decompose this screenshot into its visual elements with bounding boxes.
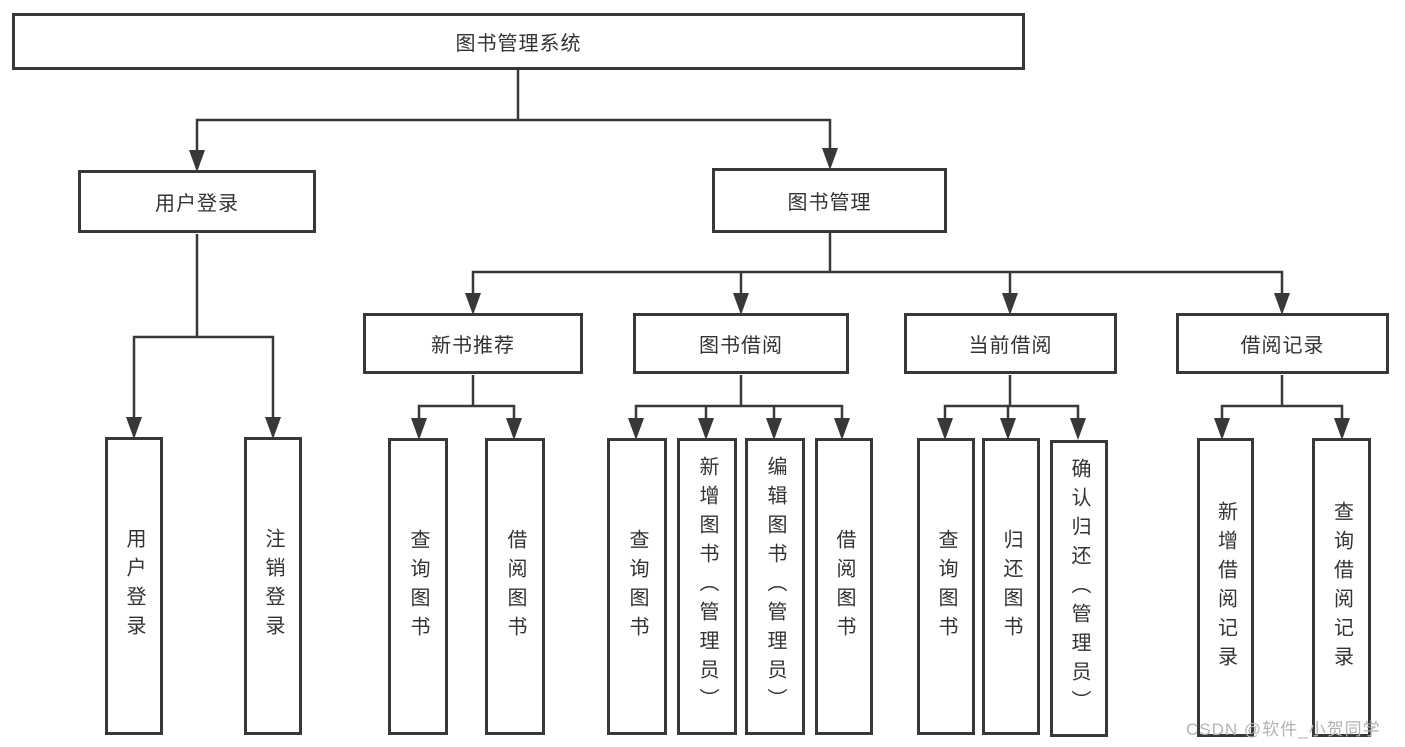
leaf-borrowing-edit-books-label: 编辑图书（管理员） <box>764 456 786 717</box>
leaf-user-login: 用户登录 <box>105 437 163 735</box>
leaf-borrowing-borrow-books-label: 借阅图书 <box>833 528 855 645</box>
node-book-management-label: 图书管理 <box>787 192 872 214</box>
leaf-current-query-books: 查询图书 <box>917 438 975 735</box>
node-new-book-recommend-label: 新书推荐 <box>431 335 515 357</box>
leaf-recommend-query-books: 查询图书 <box>388 438 448 735</box>
leaf-current-return-books-label: 归还图书 <box>1000 528 1022 645</box>
leaf-records-add-record-label: 新增借阅记录 <box>1214 500 1237 675</box>
leaf-records-query-record-label: 查询借阅记录 <box>1330 500 1353 675</box>
node-current-borrowing-label: 当前借阅 <box>968 335 1053 357</box>
node-borrowing-records-label: 借阅记录 <box>1240 335 1325 357</box>
leaf-borrowing-query-books: 查询图书 <box>607 438 667 735</box>
leaf-borrowing-edit-books: 编辑图书（管理员） <box>745 438 805 735</box>
leaf-borrowing-query-books-label: 查询图书 <box>626 528 648 645</box>
leaf-current-confirm-return: 确认归还（管理员） <box>1050 440 1108 737</box>
node-current-borrowing: 当前借阅 <box>904 313 1117 374</box>
leaf-records-query-record: 查询借阅记录 <box>1312 438 1371 737</box>
connector-shafts <box>132 69 1344 436</box>
leaf-recommend-borrow-books-label: 借阅图书 <box>504 528 526 645</box>
node-book-borrowing: 图书借阅 <box>633 313 849 374</box>
node-root-label: 图书管理系统 <box>455 33 582 55</box>
node-borrowing-records: 借阅记录 <box>1176 313 1389 374</box>
leaf-borrowing-add-books-label: 新增图书（管理员） <box>696 456 718 717</box>
leaf-current-confirm-return-label: 确认归还（管理员） <box>1068 458 1090 719</box>
leaf-borrowing-add-books: 新增图书（管理员） <box>677 438 737 735</box>
node-book-management: 图书管理 <box>712 168 947 233</box>
leaf-current-return-books: 归还图书 <box>982 438 1040 735</box>
node-user-login-label: 用户登录 <box>155 193 239 215</box>
node-new-book-recommend: 新书推荐 <box>363 313 583 374</box>
node-root: 图书管理系统 <box>12 13 1025 70</box>
arrowheads <box>126 148 1350 440</box>
watermark: CSDN @软件_小贺同学 <box>1186 720 1381 739</box>
leaf-user-login-label: 用户登录 <box>123 528 145 644</box>
leaf-records-add-record: 新增借阅记录 <box>1197 438 1254 737</box>
leaf-current-query-books-label: 查询图书 <box>935 528 957 645</box>
leaf-logout-label: 注销登录 <box>262 528 284 644</box>
leaf-logout: 注销登录 <box>244 437 302 735</box>
leaf-borrowing-borrow-books: 借阅图书 <box>815 438 873 735</box>
node-book-borrowing-label: 图书借阅 <box>699 335 783 357</box>
node-user-login: 用户登录 <box>78 170 316 233</box>
leaf-recommend-borrow-books: 借阅图书 <box>485 438 545 735</box>
leaf-recommend-query-books-label: 查询图书 <box>407 528 429 645</box>
